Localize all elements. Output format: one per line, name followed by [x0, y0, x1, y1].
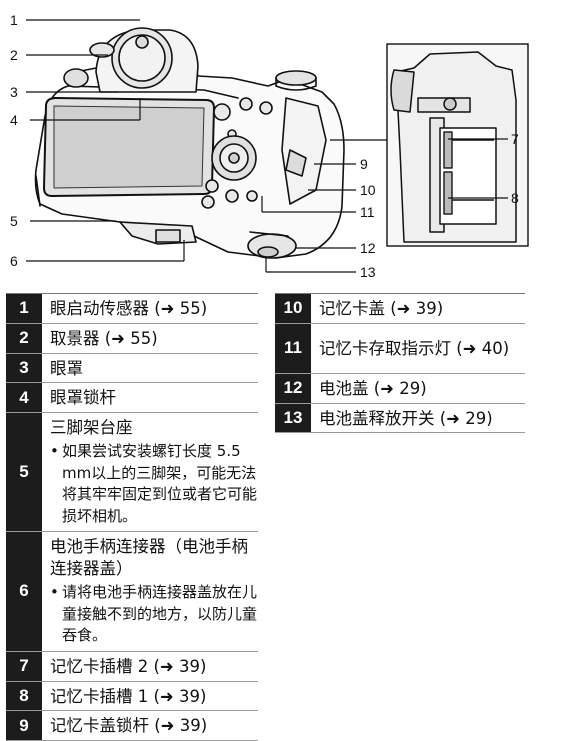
callout-13: 13: [360, 264, 376, 280]
item-number: 7: [6, 651, 42, 682]
item-number: 6: [6, 531, 42, 652]
item-label: 电池盖 (➜ 29): [319, 378, 427, 398]
callout-7: 7: [511, 131, 519, 147]
callout-11: 11: [360, 204, 375, 220]
note-text: 如果尝试安装螺钉长度 5.5 mm以上的三脚架，可能无法将其牢牢固定到位或者它可…: [62, 441, 258, 526]
item-label: 电池手柄连接器（电池手柄连接器盖）: [50, 537, 248, 579]
item-number: 5: [6, 412, 42, 532]
item-number: 3: [6, 353, 42, 383]
table-row: 13 电池盖释放开关 (➜ 29): [275, 403, 525, 433]
callout-12: 12: [360, 240, 376, 256]
item-label: 记忆卡存取指示灯 (➜ 40): [319, 338, 510, 358]
parts-table-left: 1 眼启动传感器 (➜ 55) 2 取景器 (➜ 55) 3 眼罩 4 眼罩锁杆…: [6, 293, 258, 741]
item-number: 12: [275, 373, 311, 404]
callout-5: 5: [10, 213, 18, 229]
item-label: 记忆卡盖锁杆 (➜ 39): [50, 716, 208, 736]
item-label: 眼罩锁杆: [50, 388, 116, 408]
parts-table-right: 10 记忆卡盖 (➜ 39) 11 记忆卡存取指示灯 (➜ 40) 12 电池盖…: [275, 293, 525, 433]
table-row: 7 记忆卡插槽 2 (➜ 39): [6, 651, 258, 682]
callout-4: 4: [10, 112, 18, 128]
item-number: 11: [275, 323, 311, 374]
table-row: 12 电池盖 (➜ 29): [275, 373, 525, 404]
item-number: 10: [275, 293, 311, 324]
callout-1: 1: [10, 12, 18, 28]
item-label: 眼罩: [50, 358, 83, 378]
camera-rear-illustration: 1 2 3 4 5 6 7 8 9 10 11 12 13: [10, 12, 529, 280]
item-number: 2: [6, 323, 42, 354]
item-label: 电池盖释放开关 (➜ 29): [319, 408, 493, 428]
table-row: 1 眼启动传感器 (➜ 55): [6, 293, 258, 324]
item-label: 记忆卡插槽 1 (➜ 39): [50, 686, 207, 706]
item-number: 13: [275, 403, 311, 433]
item-note: •请将电池手柄连接器盖放在儿童接触不到的地方，以防儿童吞食。: [50, 582, 258, 645]
callout-3: 3: [10, 84, 18, 100]
table-row: 6 电池手柄连接器（电池手柄连接器盖） •请将电池手柄连接器盖放在儿童接触不到的…: [6, 531, 258, 652]
item-number: 8: [6, 681, 42, 711]
callout-6: 6: [10, 253, 18, 269]
item-label: 眼启动传感器 (➜ 55): [50, 299, 208, 318]
item-label: 记忆卡盖 (➜ 39): [319, 299, 444, 318]
callout-8: 8: [511, 190, 519, 206]
callout-10: 10: [360, 182, 376, 198]
table-row: 10 记忆卡盖 (➜ 39): [275, 293, 525, 324]
item-label: 三脚架台座: [50, 418, 133, 438]
table-row: 2 取景器 (➜ 55): [6, 323, 258, 354]
item-label: 记忆卡插槽 2 (➜ 39): [50, 656, 207, 676]
item-number: 9: [6, 710, 42, 741]
callout-2: 2: [10, 47, 18, 63]
item-note: •如果尝试安装螺钉长度 5.5 mm以上的三脚架，可能无法将其牢牢固定到位或者它…: [50, 441, 258, 526]
item-number: 4: [6, 382, 42, 413]
table-row: 4 眼罩锁杆: [6, 382, 258, 413]
table-row: 5 三脚架台座 •如果尝试安装螺钉长度 5.5 mm以上的三脚架，可能无法将其牢…: [6, 412, 258, 532]
table-row: 9 记忆卡盖锁杆 (➜ 39): [6, 710, 258, 741]
item-label: 取景器 (➜ 55): [50, 328, 158, 348]
table-row: 3 眼罩: [6, 353, 258, 383]
callout-9: 9: [360, 156, 368, 172]
table-row: 11 记忆卡存取指示灯 (➜ 40): [275, 323, 525, 374]
note-text: 请将电池手柄连接器盖放在儿童接触不到的地方，以防儿童吞食。: [62, 582, 258, 645]
table-row: 8 记忆卡插槽 1 (➜ 39): [6, 681, 258, 711]
item-number: 1: [6, 293, 42, 324]
